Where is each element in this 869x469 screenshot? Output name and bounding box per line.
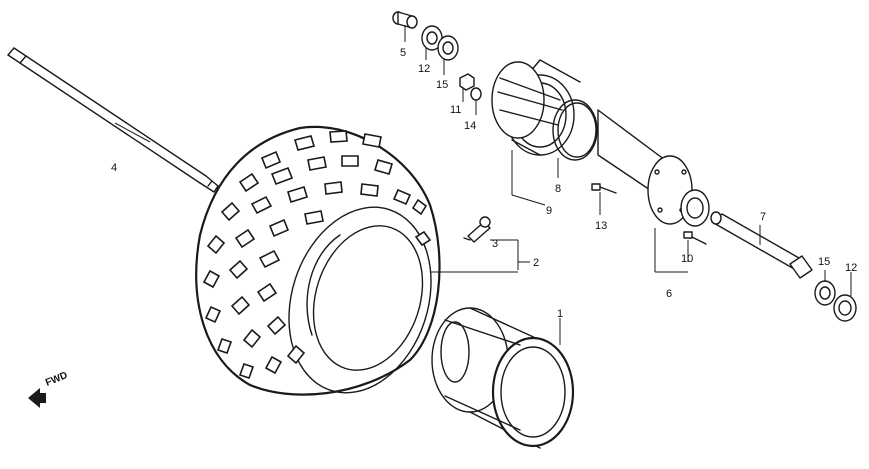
callout-3: 3: [492, 238, 498, 250]
callout-13: 13: [595, 220, 607, 232]
callout-11: 11: [450, 104, 461, 116]
callout-4: 4: [111, 162, 117, 174]
seal-guard: [491, 59, 581, 156]
tire: [195, 125, 441, 396]
spacer-collar: [710, 211, 813, 279]
callout-14: 14: [464, 120, 476, 132]
callout-5: 5: [400, 47, 406, 59]
callout-10: 10: [681, 253, 693, 265]
callout-6: 6: [666, 288, 672, 300]
callout-1: 1: [557, 308, 563, 320]
bolt: [591, 183, 617, 194]
callout-15-top: 15: [436, 79, 448, 91]
valve-stem: [463, 216, 491, 243]
dust-seal-top: [437, 35, 459, 61]
callout-12-right: 12: [845, 262, 857, 274]
tire-tread: [202, 130, 432, 380]
arrow-left-icon: [28, 388, 46, 408]
callout-15-right: 15: [818, 256, 830, 268]
callout-9: 9: [546, 205, 552, 217]
callout-2: 2: [533, 257, 539, 269]
callout-7: 7: [760, 211, 766, 223]
callout-8: 8: [555, 183, 561, 195]
fwd-label: FWD: [44, 370, 69, 389]
bolt: [683, 231, 707, 245]
callout-labels: 4 5 12 15 11 14 8 9 13 3 2 10 6 7 15 12 …: [111, 47, 857, 320]
collar: [392, 11, 418, 29]
nut: [459, 73, 475, 91]
bearing-right: [814, 280, 836, 306]
hub-assembly: [597, 109, 710, 227]
callout-12-top: 12: [418, 63, 430, 75]
forward-direction-indicator: FWD: [28, 370, 69, 408]
dust-seal-right: [833, 294, 857, 322]
washer: [470, 87, 482, 101]
axle-shaft: [7, 47, 219, 193]
leader-lines: [114, 25, 852, 345]
o-ring: [552, 99, 598, 161]
wheel-rim: [431, 307, 575, 449]
